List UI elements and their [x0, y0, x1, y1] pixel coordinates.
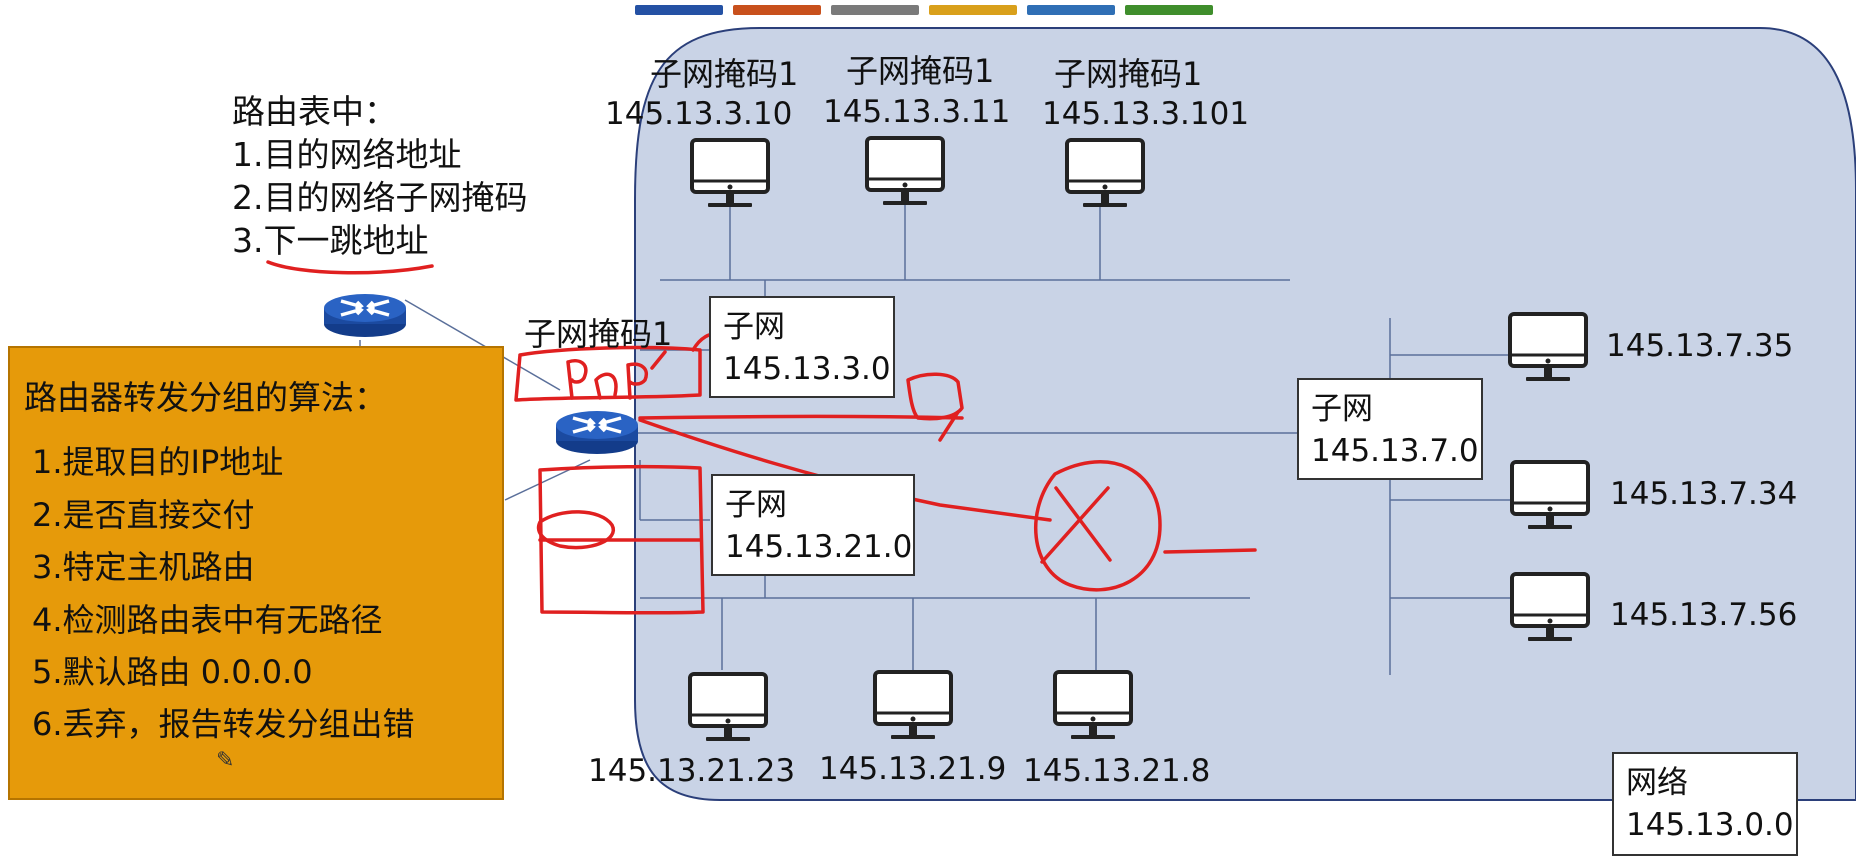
pencil-icon: ✎ [216, 748, 235, 773]
host-ip-label: 145.13.21.9 [819, 751, 1007, 787]
network-label: 网络 [1626, 765, 1688, 801]
host-ip-label: 145.13.7.56 [1610, 597, 1798, 633]
subnet-ip: 145.13.3.0 [723, 351, 891, 387]
network-ip: 145.13.0.0 [1626, 807, 1794, 843]
network-box: 网络 145.13.0.0 [1612, 752, 1798, 856]
algorithm-step: 5.默认路由 0.0.0.0 [32, 653, 313, 691]
subnet-box-145-13-7-0: 子网 145.13.7.0 [1297, 378, 1483, 480]
subnet-box-145-13-3-0: 子网 145.13.3.0 [709, 296, 895, 398]
algorithm-step: 1.提取目的IP地址 [32, 443, 284, 481]
host-mask-label: 子网掩码1 [1054, 55, 1203, 93]
subnet-ip: 145.13.7.0 [1311, 433, 1479, 469]
top-color-bar [733, 5, 821, 15]
network-area [634, 27, 1856, 801]
red-annotations [43, 260, 1257, 615]
algorithm-step: 4.检测路由表中有无路径 [32, 601, 383, 639]
host-ip-label: 145.13.21.23 [588, 753, 796, 789]
routing-table-item: 1.目的网络地址 [232, 135, 462, 174]
routing-table-item: 3.下一跳地址 [232, 221, 429, 260]
router-icon [554, 409, 640, 456]
algorithm-title: 路由器转发分组的算法： [24, 378, 387, 417]
top-color-bar [1125, 5, 1213, 15]
subnet-ip: 145.13.21.0 [725, 529, 913, 565]
host-ip-label: 145.13.3.11 [823, 94, 1011, 130]
top-color-bar [1027, 5, 1115, 15]
top-color-bar [831, 5, 919, 15]
routing-table-item: 2.目的网络子网掩码 [232, 178, 528, 217]
algorithm-step: 6.丢弃，报告转发分组出错 [32, 705, 415, 743]
routing-table-info: 路由表中： 1.目的网络地址 2.目的网络子网掩码 3.下一跳地址 [232, 90, 528, 262]
subnet-box-145-13-21-0: 子网 145.13.21.0 [711, 474, 915, 576]
host-ip-label: 145.13.7.34 [1610, 476, 1798, 512]
router-icon [322, 292, 408, 339]
algorithm-panel: 路由器转发分组的算法： 1.提取目的IP地址 2.是否直接交付 3.特定主机路由… [8, 346, 504, 800]
host-ip-label: 145.13.7.35 [1606, 328, 1794, 364]
top-color-bar [635, 5, 723, 15]
router-mask-label: 子网掩码1 [524, 315, 673, 353]
host-ip-label: 145.13.21.8 [1023, 753, 1211, 789]
host-mask-label: 子网掩码1 [650, 55, 799, 93]
host-mask-label: 子网掩码1 [846, 52, 995, 90]
algorithm-step: 2.是否直接交付 [32, 496, 255, 534]
subnet-label: 子网 [725, 487, 787, 523]
routing-table-title: 路由表中： [232, 92, 397, 131]
top-color-bar [929, 5, 1017, 15]
algorithm-step: 3.特定主机路由 [32, 548, 255, 586]
host-ip-label: 145.13.3.10 [605, 96, 793, 132]
subnet-label: 子网 [1311, 391, 1373, 427]
host-ip-label: 145.13.3.101 [1042, 96, 1250, 132]
subnet-label: 子网 [723, 309, 785, 345]
